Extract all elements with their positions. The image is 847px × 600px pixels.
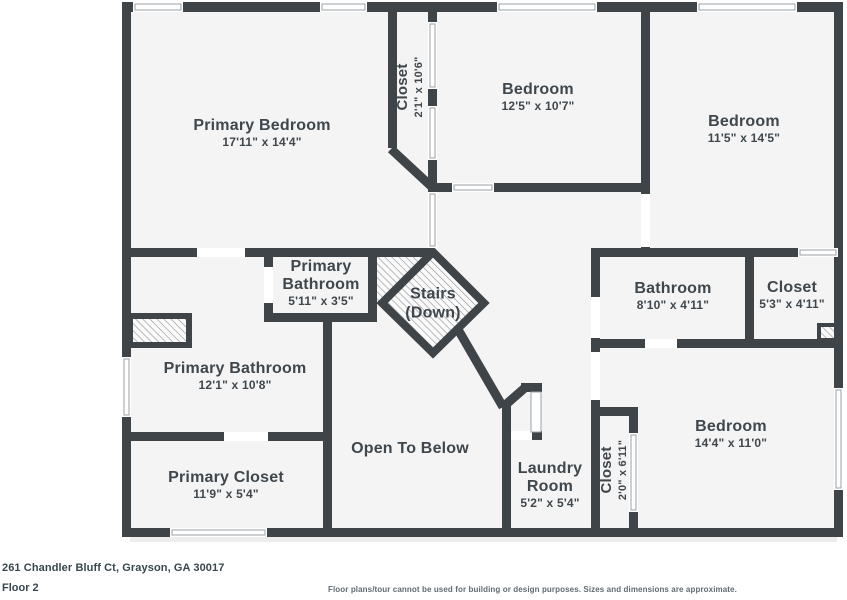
bathroom-door [591, 297, 600, 338]
window [123, 358, 130, 416]
window [171, 529, 266, 536]
bedroom-closet-door [630, 434, 637, 511]
bedroom-bottom-door [591, 352, 600, 400]
closet-slider [429, 107, 436, 159]
windows-and-sliders [122, 2, 843, 537]
chase-hatch [821, 327, 839, 338]
shower-hatch [133, 319, 186, 342]
primary-bathroom-wc-door [264, 267, 273, 303]
primary-bedroom-door [197, 248, 245, 257]
disclaimer-text: Floor plans/tour cannot be used for buil… [328, 585, 737, 594]
primary-closet-door [224, 432, 268, 441]
laundry-door-leaf [530, 391, 542, 433]
floor-plan-drawing [122, 2, 843, 542]
window [698, 3, 796, 11]
stairs-hatch [376, 246, 490, 359]
interior-window [799, 249, 837, 256]
closet-slider [429, 23, 436, 88]
bathroom-bedroom-door [645, 339, 677, 348]
window [835, 389, 842, 489]
laundry-door [511, 431, 532, 440]
floor-area [122, 2, 843, 542]
window [498, 3, 596, 11]
address-text: 261 Chandler Bluff Ct, Grayson, GA 30017 [2, 562, 225, 574]
window [134, 3, 182, 11]
floor-label: Floor 2 [2, 582, 39, 594]
bedroom-middle-door [453, 184, 493, 191]
window [321, 3, 366, 11]
hall-opening [429, 193, 436, 247]
door-openings [197, 194, 677, 441]
bedroom-right-door [641, 194, 650, 247]
